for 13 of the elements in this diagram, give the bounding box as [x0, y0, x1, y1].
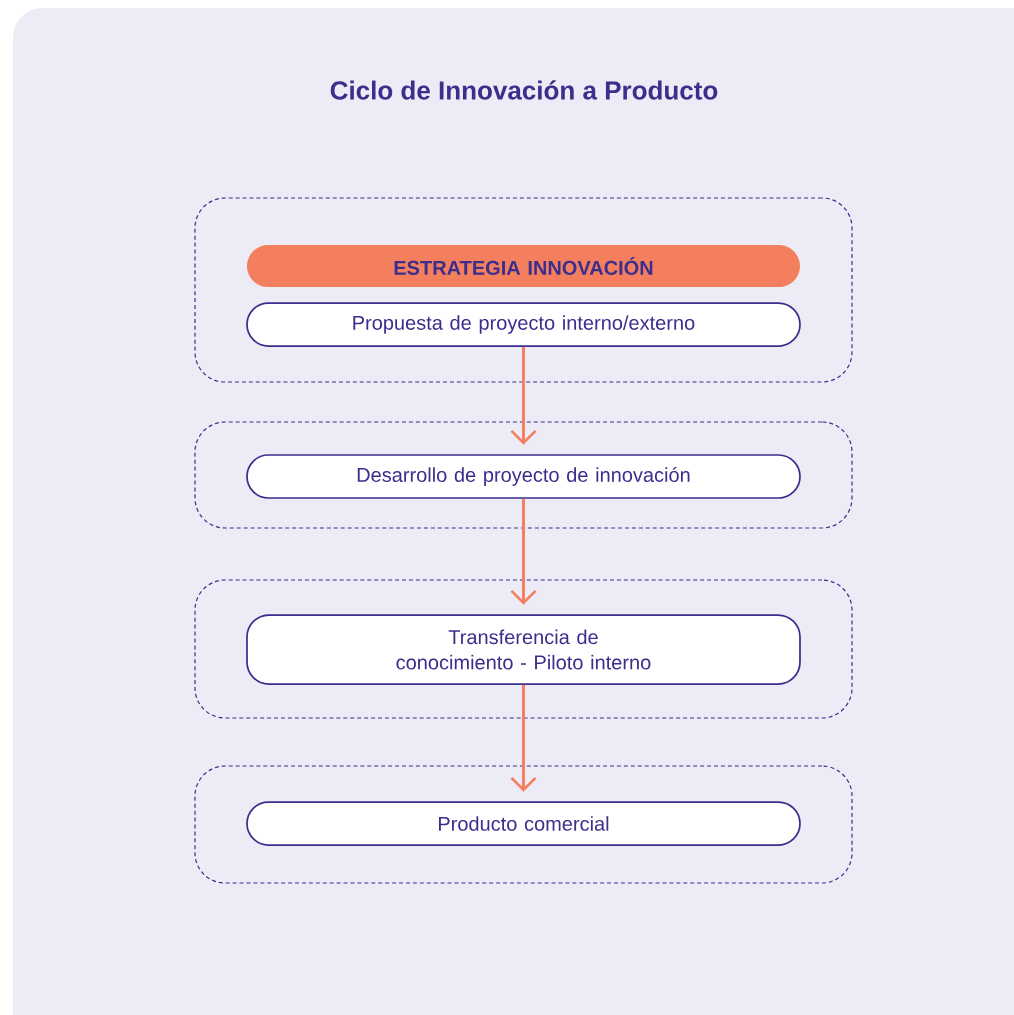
arrow: [510, 684, 537, 792]
dashed-group-box: [194, 765, 853, 884]
step-box: Propuesta de proyecto interno/externo: [246, 302, 801, 347]
step-box: Producto comercial: [246, 801, 801, 846]
dashed-group-box: [194, 421, 853, 529]
arrow: [510, 346, 537, 445]
dashed-group-box: [194, 197, 853, 383]
heading-banner: ESTRATEGIA INNOVACIÓN: [247, 245, 800, 287]
arrow: [510, 498, 537, 605]
step-box: Desarrollo de proyecto de innovación: [246, 454, 801, 499]
step-box: Transferencia de conocimiento - Piloto interno: [246, 614, 801, 685]
dashed-group-box: [194, 579, 853, 719]
title: Ciclo de Innovación a Producto: [330, 80, 718, 100]
